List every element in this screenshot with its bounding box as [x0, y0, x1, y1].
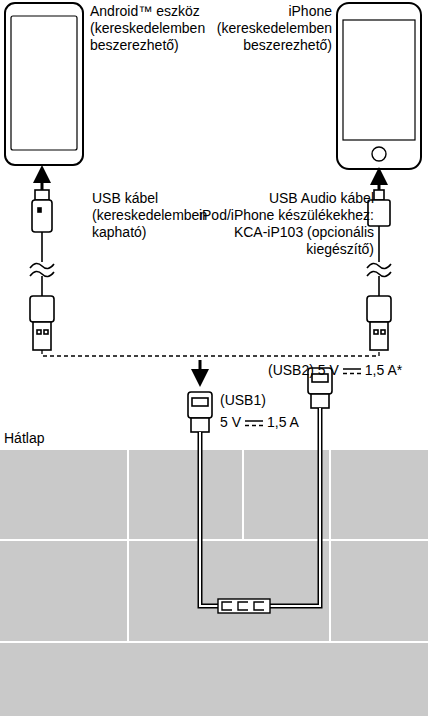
device-label: iPhone (kereskedelemben beszerezhető) — [212, 3, 332, 54]
dc-symbol — [342, 366, 362, 376]
cable-label: USB Audio kábel iPod/iPhone készülékekhe… — [198, 190, 374, 258]
connect-arrow — [199, 360, 202, 378]
usb-wire — [200, 408, 320, 606]
back-panel — [0, 450, 428, 716]
dashed-guide — [42, 350, 379, 356]
dc-symbol — [244, 418, 264, 428]
usb-cable — [30, 190, 54, 350]
device-label: Android™ eszköz (kereskedelemben beszere… — [90, 3, 214, 54]
iphone — [337, 3, 421, 169]
wire-connector — [218, 599, 270, 613]
port-rating: 1,5 A — [267, 414, 299, 431]
port-rating: 1,5 A* — [365, 362, 402, 379]
cable-label: USB kábel (kereskedelemben kapható) — [92, 190, 216, 241]
port-rating: 5 V — [220, 414, 241, 431]
panel-label: Hátlap — [4, 430, 44, 447]
port-label: (USB1) — [220, 392, 266, 409]
android-phone — [5, 3, 83, 165]
port-label: (USB2) 5 V — [268, 362, 339, 379]
connect-arrow — [42, 174, 379, 190]
